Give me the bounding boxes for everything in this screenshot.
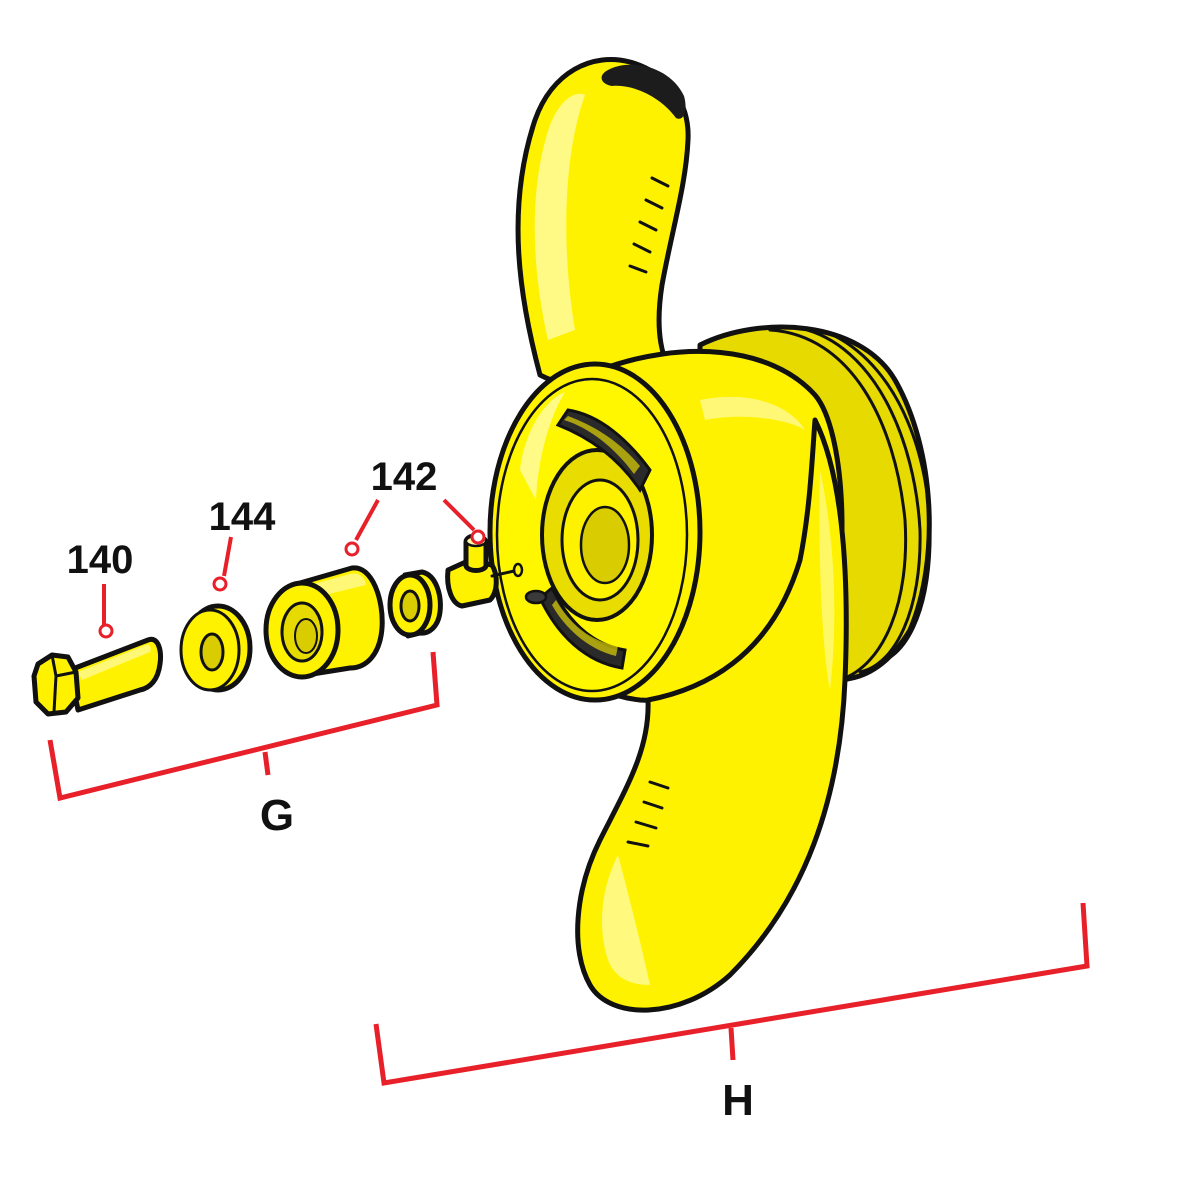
bracket-G [47,651,440,802]
spacer [263,565,385,680]
callout-leaders [98,498,486,639]
bolt [31,636,163,717]
bracket-label-H: H [722,1076,754,1125]
small-bushing [387,569,443,639]
callout-label-144: 144 [209,495,276,539]
propeller-top-blade [515,56,691,398]
callout-label-142: 142 [371,455,438,499]
bracket-H [373,902,1090,1086]
washer [179,603,253,693]
propeller-front-face [487,361,703,703]
propeller-bottom-blade [575,417,849,1013]
propeller [487,56,932,1013]
bracket-label-G: G [260,791,294,840]
callout-label-140: 140 [67,538,134,582]
